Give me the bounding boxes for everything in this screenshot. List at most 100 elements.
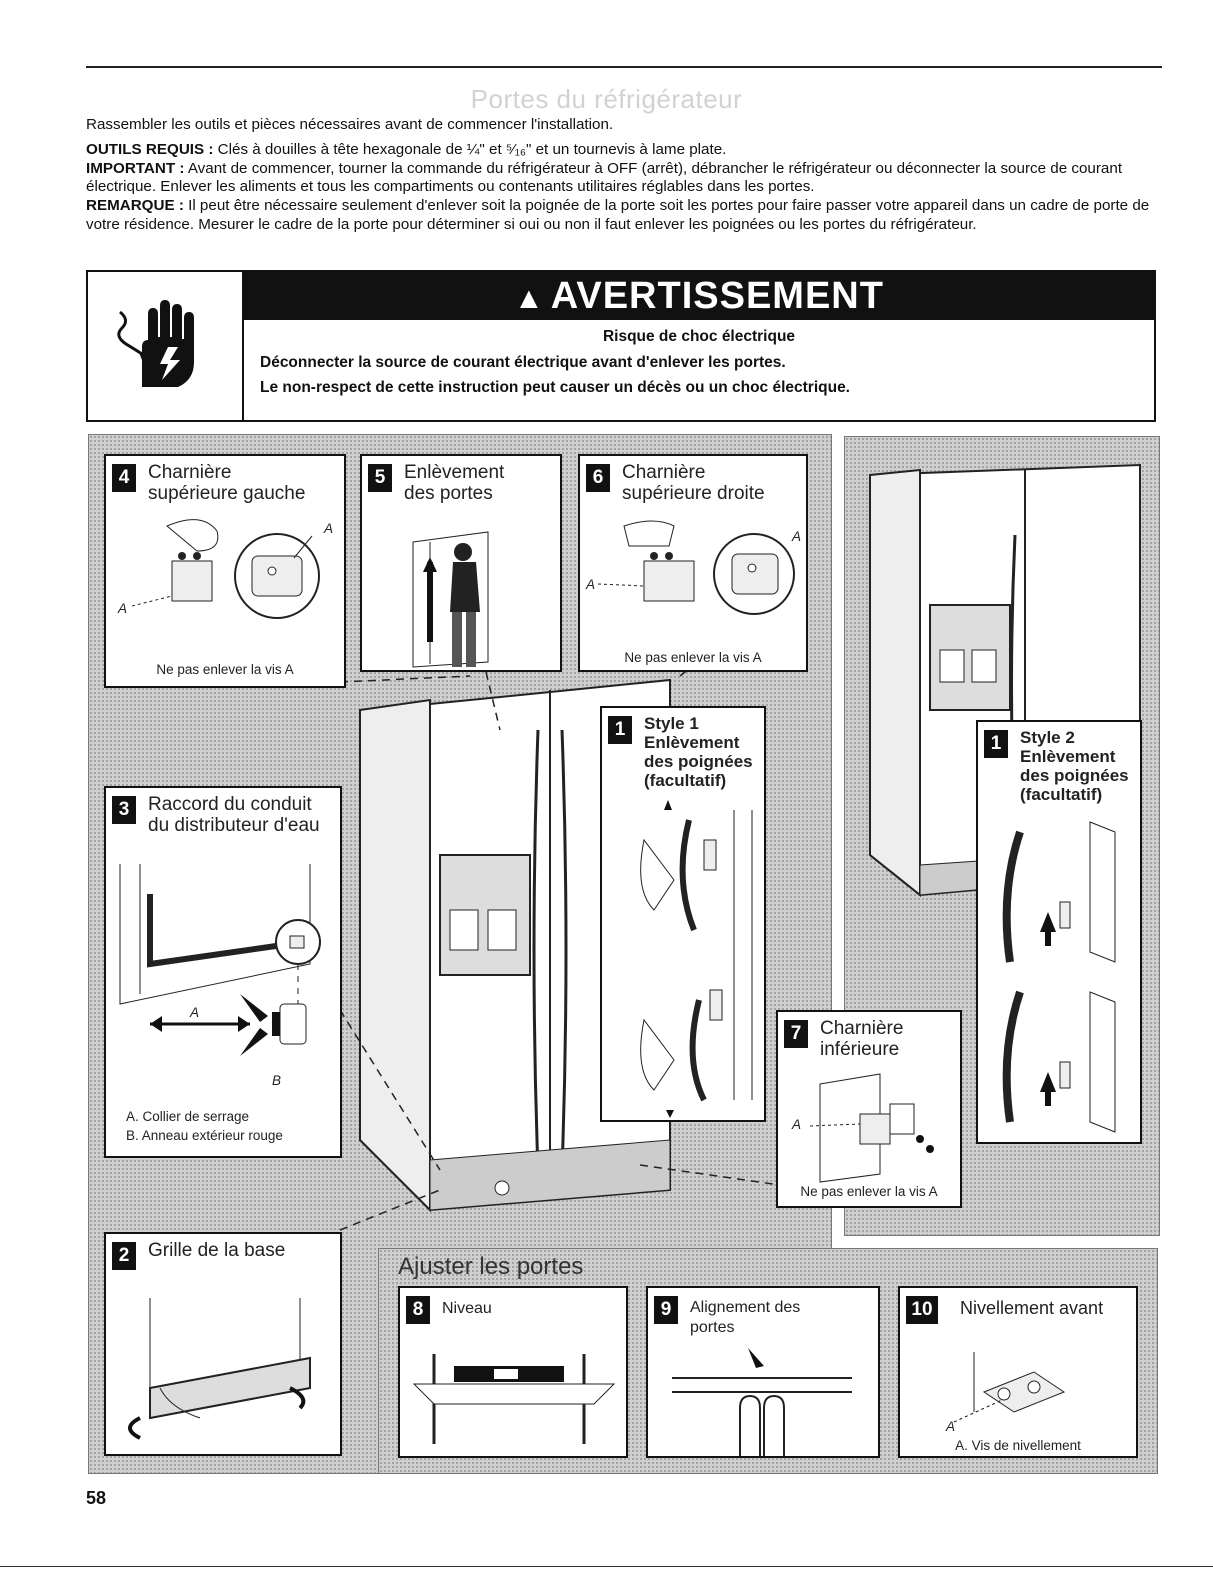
step-1b-title-2: Enlèvement (1020, 747, 1116, 766)
step-7-label-a: A (792, 1117, 802, 1132)
warning-icon-cell (88, 272, 244, 420)
step-4-label-a2: A (324, 521, 334, 536)
step-6-caption: Ne pas enlever la vis A (624, 650, 762, 665)
step-5-number: 5 (368, 464, 392, 492)
step-4-label-a: A (118, 601, 128, 616)
step-1a-drawing (640, 800, 753, 1118)
step-1a-title-3: des poignées (644, 752, 753, 771)
step-9-title-2: portes (690, 1319, 735, 1336)
step-3-title-1: Raccord du conduit (148, 794, 312, 815)
step-9-drawing (672, 1348, 852, 1456)
warning-header: ▲AVERTISSEMENT (244, 272, 1154, 320)
top-rule (86, 66, 1162, 68)
step-6-drawing (597, 520, 795, 615)
step-1b-title-4: (facultatif) (1020, 785, 1103, 804)
remark-label: REMARQUE : (86, 197, 184, 215)
step-7-title-2: inférieure (820, 1039, 900, 1060)
step-10-front-leveling: 10 Nivellement avant A A. Vis de nivelle… (898, 1286, 1138, 1458)
step-8-number: 8 (406, 1296, 430, 1324)
important-text: Avant de commencer, tourner la commande … (86, 159, 1123, 196)
tools-paragraph: OUTILS REQUIS : Clés à douilles à tête h… (86, 141, 1162, 160)
main-refrigerator-drawing (358, 678, 671, 1213)
step-1b-number: 1 (984, 730, 1008, 758)
step-7-caption: Ne pas enlever la vis A (800, 1184, 938, 1199)
step-10-caption: A. Vis de nivellement (955, 1438, 1081, 1453)
important-paragraph: IMPORTANT : Avant de commencer, tourner … (86, 160, 1162, 198)
intro-block: Rassembler les outils et pièces nécessai… (86, 116, 1162, 235)
step-5-title-2: des portes (404, 483, 493, 504)
step-6-title-1: Charnière (622, 462, 706, 483)
step-3-drawing (119, 864, 321, 1056)
warning-header-text: AVERTISSEMENT (550, 275, 884, 317)
step-2-base-grille: 2 Grille de la base (104, 1232, 342, 1456)
step-7-title-1: Charnière (820, 1018, 904, 1039)
step-3-title-2: du distributeur d'eau (148, 815, 320, 836)
intro-text: Rassembler les outils et pièces nécessai… (86, 116, 614, 133)
main-refrigerator-illustration (340, 670, 780, 1230)
remark-text: Il peut être nécessaire seulement d'enle… (86, 197, 1150, 233)
step-4-number: 4 (112, 464, 136, 492)
step-3-number: 3 (112, 796, 136, 824)
adjust-doors-title: Ajuster les portes (398, 1253, 584, 1280)
section-title: Portes du réfrigérateur (470, 84, 743, 114)
step-1a-title-4: (facultatif) (644, 771, 727, 790)
step-1a-number: 1 (608, 716, 632, 744)
warning-body: Risque de choc électrique Déconnecter la… (260, 328, 1138, 404)
step-10-label-a: A (946, 1419, 956, 1434)
important-label: IMPORTANT : (86, 159, 185, 177)
step-4-title-1: Charnière (148, 462, 232, 483)
step-7-drawing (809, 1073, 934, 1183)
step-4-caption: Ne pas enlever la vis A (156, 662, 294, 677)
step-3-caption-b: B. Anneau extérieur rouge (126, 1128, 283, 1143)
step-1b-title-1: Style 2 (1020, 728, 1075, 747)
step-9-number: 9 (654, 1296, 678, 1324)
tools-text: Clés à douilles à tête hexagonale de ¼" … (217, 140, 727, 158)
step-2-number: 2 (112, 1242, 136, 1270)
step-8-title: Niveau (442, 1300, 492, 1317)
step-10-drawing (953, 1352, 1066, 1423)
warning-box: ▲AVERTISSEMENT Risque de choc électrique… (86, 270, 1156, 422)
step-5-title-1: Enlèvement (404, 462, 505, 483)
step-6-title-2: supérieure droite (622, 483, 765, 504)
warning-risk: Risque de choc électrique (602, 328, 796, 345)
step-1a-title-1: Style 1 (644, 714, 699, 733)
step-3-caption-a: A. Collier de serrage (126, 1109, 250, 1124)
step-1b-title-3: des poignées (1020, 766, 1129, 785)
step-3-label-a: A (190, 1005, 200, 1020)
tools-label: OUTILS REQUIS : (86, 140, 214, 158)
step-4-title-2: supérieure gauche (148, 483, 306, 504)
step-10-number: 10 (906, 1296, 938, 1324)
warning-line-1: Déconnecter la source de courant électri… (260, 354, 786, 371)
step-2-drawing (128, 1298, 311, 1440)
step-6-label-a2: A (792, 529, 802, 544)
step-3-label-b: B (272, 1073, 282, 1088)
warning-triangle-icon: ▲ (514, 282, 545, 315)
step-7-number: 7 (784, 1020, 808, 1048)
step-8-level: 8 Niveau (398, 1286, 628, 1458)
step-8-drawing (412, 1354, 616, 1444)
electric-shock-hand-icon (117, 300, 194, 387)
step-5-drawing (412, 531, 489, 668)
step-10-title: Nivellement avant (960, 1298, 1104, 1318)
page-number: 58 (86, 1488, 107, 1508)
bottom-rule (0, 1566, 1213, 1567)
step-6-label-a: A (586, 577, 596, 592)
step-1a-title-2: Enlèvement (644, 733, 740, 752)
step-6-number: 6 (586, 464, 610, 492)
